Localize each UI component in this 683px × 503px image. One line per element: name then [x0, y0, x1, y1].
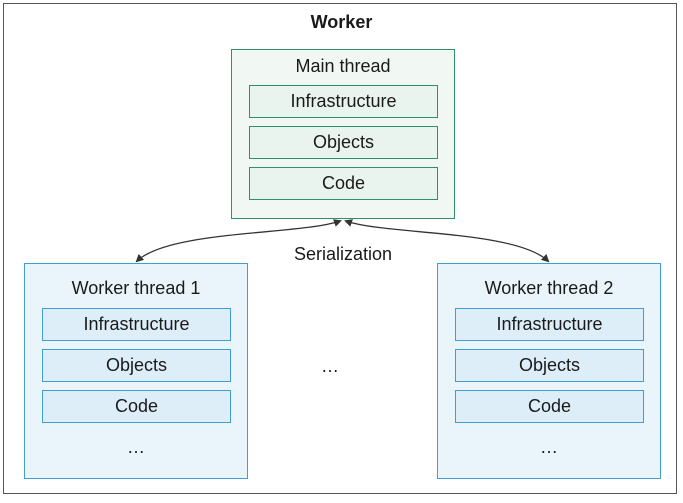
worker-2-infrastructure-item: Infrastructure — [455, 308, 644, 341]
worker-1-code-item: Code — [42, 390, 231, 423]
main-thread-title: Main thread — [295, 56, 391, 76]
worker-thread-1-box: Worker thread 1 Infrastructure Objects C… — [24, 263, 248, 479]
worker-1-infrastructure-item: Infrastructure — [42, 308, 231, 341]
main-code-item: Code — [249, 167, 438, 200]
arrow-main-to-worker-1 — [135, 219, 342, 263]
worker-1-ellipsis: … — [127, 437, 145, 457]
main-thread-box: Main thread Infrastructure Objects Code — [231, 49, 455, 219]
worker-2-code-item: Code — [455, 390, 644, 423]
serialization-label: Serialization — [293, 244, 393, 264]
more-workers-ellipsis: … — [321, 356, 339, 376]
worker-2-objects-item: Objects — [455, 349, 644, 382]
worker-thread-1-title: Worker thread 1 — [71, 278, 201, 298]
main-infrastructure-item: Infrastructure — [249, 85, 438, 118]
worker-2-ellipsis: … — [540, 437, 558, 457]
worker-thread-2-box: Worker thread 2 Infrastructure Objects C… — [437, 263, 661, 479]
arrow-main-to-worker-2 — [344, 219, 550, 263]
main-objects-item: Objects — [249, 126, 438, 159]
worker-1-objects-item: Objects — [42, 349, 231, 382]
diagram-title: Worker — [310, 12, 373, 32]
worker-thread-2-title: Worker thread 2 — [484, 278, 614, 298]
